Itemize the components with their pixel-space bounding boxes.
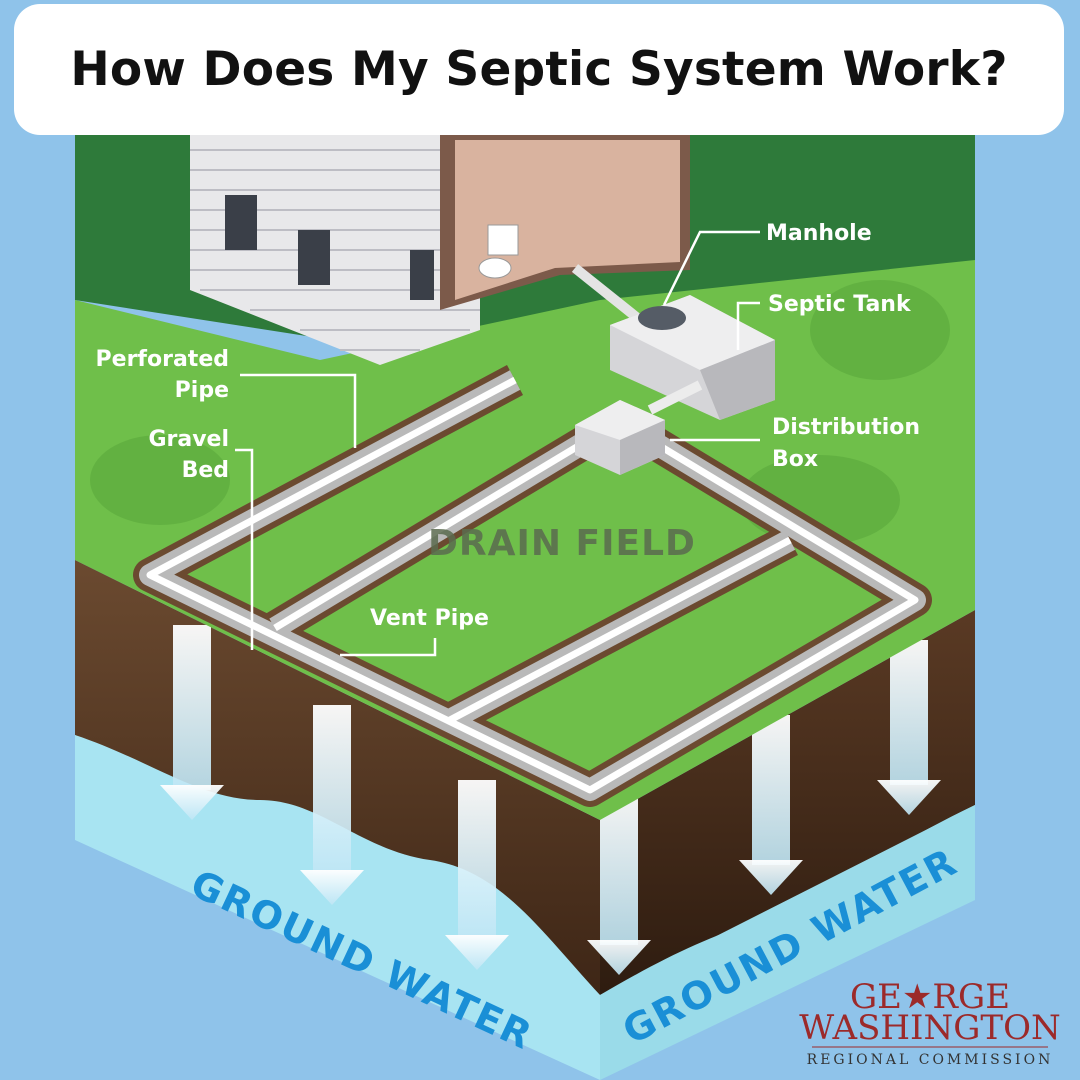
manhole-icon: [638, 306, 686, 330]
toilet-icon: [488, 225, 518, 255]
label-gravel: Gravel: [148, 427, 229, 452]
label-drain-field: DRAIN FIELD: [428, 523, 696, 564]
label-manhole: Manhole: [766, 221, 872, 246]
label-vent-pipe: Vent Pipe: [370, 606, 489, 631]
logo-line-3: REGIONAL COMMISSION: [807, 1052, 1054, 1068]
label-bed: Bed: [182, 458, 229, 483]
label-box: Box: [772, 447, 818, 472]
label-distribution: Distribution: [772, 415, 920, 440]
title-banner: How Does My Septic System Work?: [14, 4, 1064, 135]
logo-line-2: WASHINGTON: [799, 1008, 1060, 1048]
label-septic-tank: Septic Tank: [768, 292, 912, 317]
organization-logo: GE★RGE WASHINGTON REGIONAL COMMISSION: [799, 977, 1060, 1068]
label-perforated: Perforated: [96, 347, 229, 372]
page-title: How Does My Septic System Work?: [70, 42, 1007, 97]
label-pipe: Pipe: [175, 378, 229, 403]
